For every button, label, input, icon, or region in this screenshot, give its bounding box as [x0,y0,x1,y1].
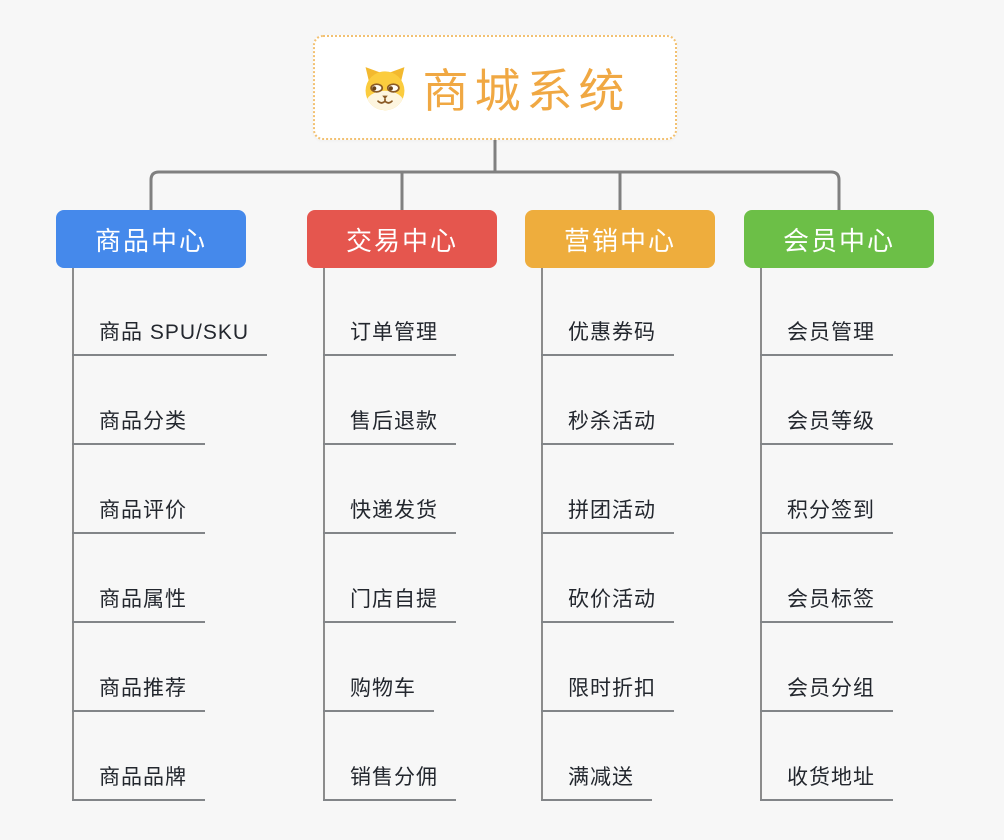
topic-item[interactable]: 秒杀活动 [541,408,674,445]
topic-item[interactable]: 快递发货 [323,497,456,534]
branch-label: 商品中心 [94,225,207,256]
topic-item[interactable]: 商品分类 [72,408,205,445]
branch-label: 会员中心 [782,225,895,256]
topic-item[interactable]: 满减送 [541,764,652,801]
branch-spine-line [323,268,325,801]
topic-item[interactable]: 会员分组 [760,675,893,712]
branch-label: 营销中心 [563,225,676,256]
topic-item[interactable]: 会员等级 [760,408,893,445]
topic-item[interactable]: 会员管理 [760,319,893,356]
topic-item[interactable]: 购物车 [323,675,434,712]
root-topic[interactable]: 商城系统 [313,35,677,140]
topic-item[interactable]: 订单管理 [323,319,456,356]
dog-face-icon [365,66,404,110]
topic-item[interactable]: 拼团活动 [541,497,674,534]
branch-label: 交易中心 [345,225,458,256]
branch-spine-line [760,268,762,801]
topic-item[interactable]: 商品评价 [72,497,205,534]
topic-item[interactable]: 商品属性 [72,586,205,623]
topic-item[interactable]: 收货地址 [760,764,893,801]
topic-item[interactable]: 商品推荐 [72,675,205,712]
branch-trade-center: 交易中心 订单管理 售后退款 快递发货 门店自提 购物车 销售分佣 [307,0,587,840]
branch-marketing-center: 营销中心 优惠券码 秒杀活动 拼团活动 砍价活动 限时折扣 满减送 [525,0,805,840]
topic-item[interactable]: 砍价活动 [541,586,674,623]
branch-box-product-center[interactable]: 商品中心 [56,210,246,268]
topic-item[interactable]: 销售分佣 [323,764,456,801]
branch-member-center: 会员中心 会员管理 会员等级 积分签到 会员标签 会员分组 收货地址 [744,0,1004,840]
topic-item[interactable]: 优惠券码 [541,319,674,356]
branch-spine-line [541,268,543,801]
topic-item[interactable]: 商品 SPU/SKU [72,319,268,356]
topic-item[interactable]: 限时折扣 [541,675,674,712]
branch-product-center: 商品中心 商品 SPU/SKU 商品分类 商品评价 商品属性 商品推荐 商品品牌 [56,0,336,840]
topic-item[interactable]: 商品品牌 [72,764,205,801]
topic-item[interactable]: 会员标签 [760,586,893,623]
branch-box-trade-center[interactable]: 交易中心 [307,210,497,268]
topic-item[interactable]: 积分签到 [760,497,893,534]
branch-box-member-center[interactable]: 会员中心 [744,210,934,268]
root-title: 商城系统 [422,64,631,117]
topic-item[interactable]: 售后退款 [323,408,456,445]
topic-item[interactable]: 门店自提 [323,586,456,623]
branch-spine-line [72,268,74,801]
branch-box-marketing-center[interactable]: 营销中心 [525,210,715,268]
